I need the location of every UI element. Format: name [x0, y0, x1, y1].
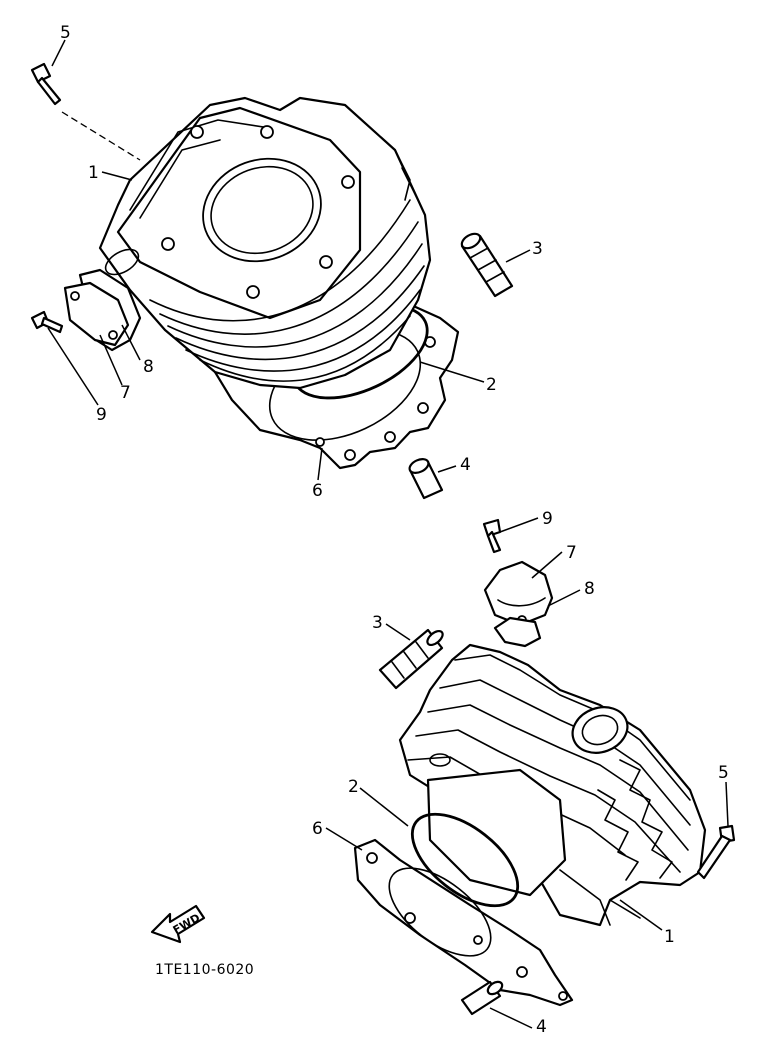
callout-top-9: 9	[96, 405, 107, 425]
callout-bottom-3: 3	[372, 613, 383, 633]
callout-top-3: 3	[532, 239, 543, 259]
callout-bottom-4: 4	[536, 1017, 547, 1037]
bottom-cylinder-body	[398, 643, 707, 927]
top-side-cover-bolt	[30, 310, 64, 334]
diagram-reference-code: 1TE110-6020	[155, 962, 255, 978]
callout-bottom-2: 2	[348, 777, 359, 797]
callout-bottom-6: 6	[312, 819, 323, 839]
top-cylinder-body	[98, 96, 432, 390]
top-dowel-pin-long	[460, 232, 514, 298]
callout-top-6: 6	[312, 481, 323, 501]
top-stud-bolt-path	[61, 111, 141, 161]
bottom-side-cover-bolt	[482, 518, 502, 554]
forward-direction-arrow: FWD	[150, 904, 206, 944]
callout-top-5: 5	[60, 23, 71, 43]
callout-top-2: 2	[486, 375, 497, 395]
callout-bottom-5: 5	[718, 763, 729, 783]
bottom-dowel-pin-long	[378, 628, 444, 690]
top-stud-bolt	[30, 62, 62, 106]
top-dowel-pin-short	[408, 458, 444, 500]
callout-bottom-1: 1	[664, 927, 675, 947]
bottom-stud-bolt	[696, 824, 736, 880]
callout-top-4: 4	[460, 455, 471, 475]
top-side-cover	[63, 281, 130, 347]
top-callout-leaders	[47, 39, 531, 481]
bottom-callout-leaders	[325, 517, 729, 1029]
callout-top-7: 7	[120, 383, 131, 403]
bottom-side-cover-gasket	[493, 616, 542, 648]
callout-top-8: 8	[143, 357, 154, 377]
bottom-cylinder-base-gasket	[353, 838, 574, 1007]
callout-bottom-7: 7	[566, 543, 577, 563]
bottom-cylinder-o-ring	[410, 812, 520, 908]
callout-bottom-9: 9	[542, 509, 553, 529]
bottom-dowel-pin-short	[460, 980, 504, 1016]
bottom-side-cover	[483, 560, 554, 627]
callout-top-1: 1	[88, 163, 99, 183]
callout-bottom-8: 8	[584, 579, 595, 599]
